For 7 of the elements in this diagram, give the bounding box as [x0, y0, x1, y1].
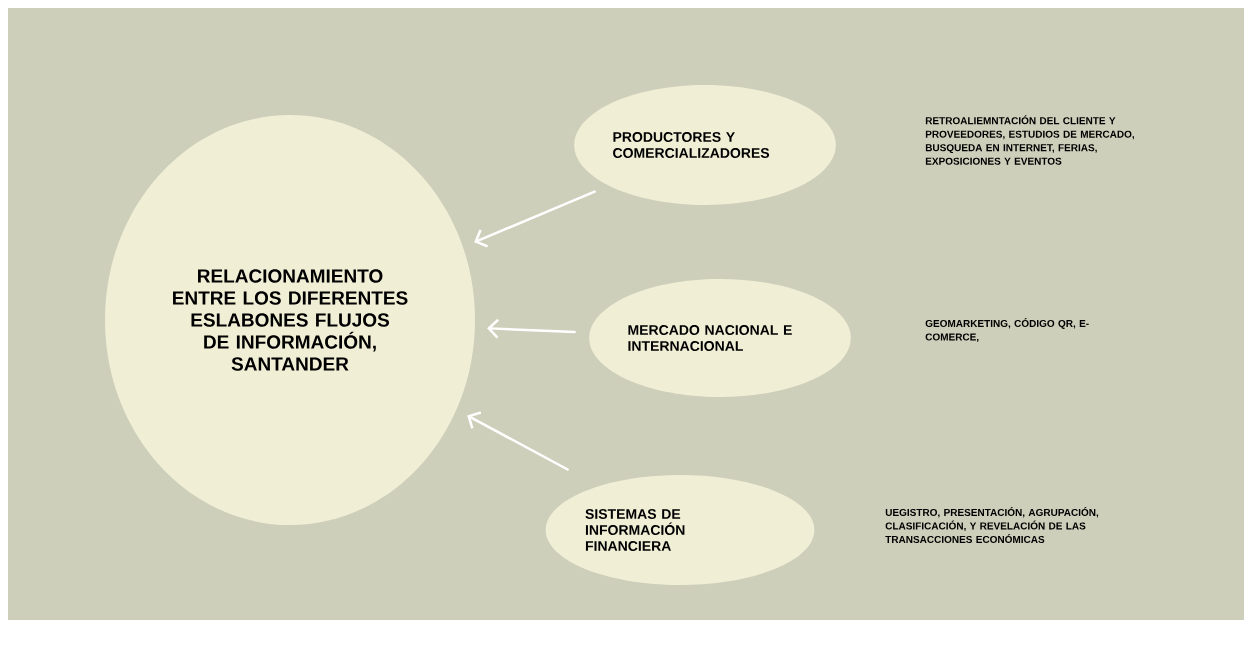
arrow: [487, 318, 576, 339]
arrow: [467, 411, 569, 471]
description-text: RETROALIEMNTACIÓN DEL CLIENTE Y PROVEEDORES, ESTUDIOS DE MERCADO, BUSQUEDA EN INTERNET, FERIAS, EXPOSICIONES Y EVENTOS: [925, 115, 1134, 165]
arrow: [474, 190, 596, 248]
oval-bubble: RELACIONAMIENTO ENTRE LOS DIFERENTES ESLABONES FLUJOS DE INFORMACIÓN, SANTANDER: [105, 115, 475, 525]
description-text: UEGISTRO, PRESENTACIÓN, AGRUPACIÓN, CLASIFICACIÓN, Y REVELACIÓN DE LAS TRANSACCIONES ECONÓMICAS: [885, 507, 1099, 543]
description-text: GEOMARKETING, CÓDIGO QR, E-COMERCE,: [925, 318, 1089, 342]
